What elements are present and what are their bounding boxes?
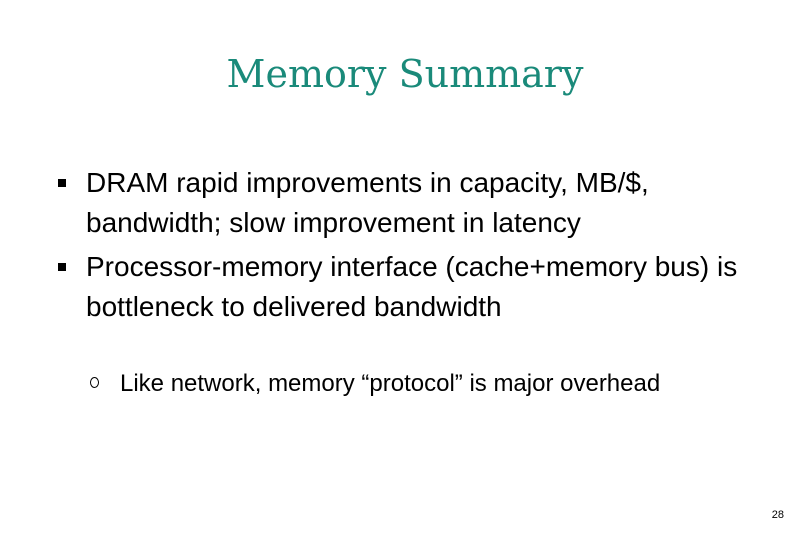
bullet-text: DRAM rapid improvements in capacity, MB/…: [86, 167, 649, 238]
bullet-square-icon: [58, 179, 66, 187]
subbullet-circle-icon: [90, 377, 99, 388]
slide-title: Memory Summary: [226, 52, 584, 96]
subbullet-text: Like network, memory “protocol” is major…: [120, 370, 661, 397]
page-number: 28: [771, 509, 784, 521]
bullet-square-icon: [58, 263, 66, 271]
bullet-text: Processor-memory interface (cache+memory…: [86, 251, 738, 322]
